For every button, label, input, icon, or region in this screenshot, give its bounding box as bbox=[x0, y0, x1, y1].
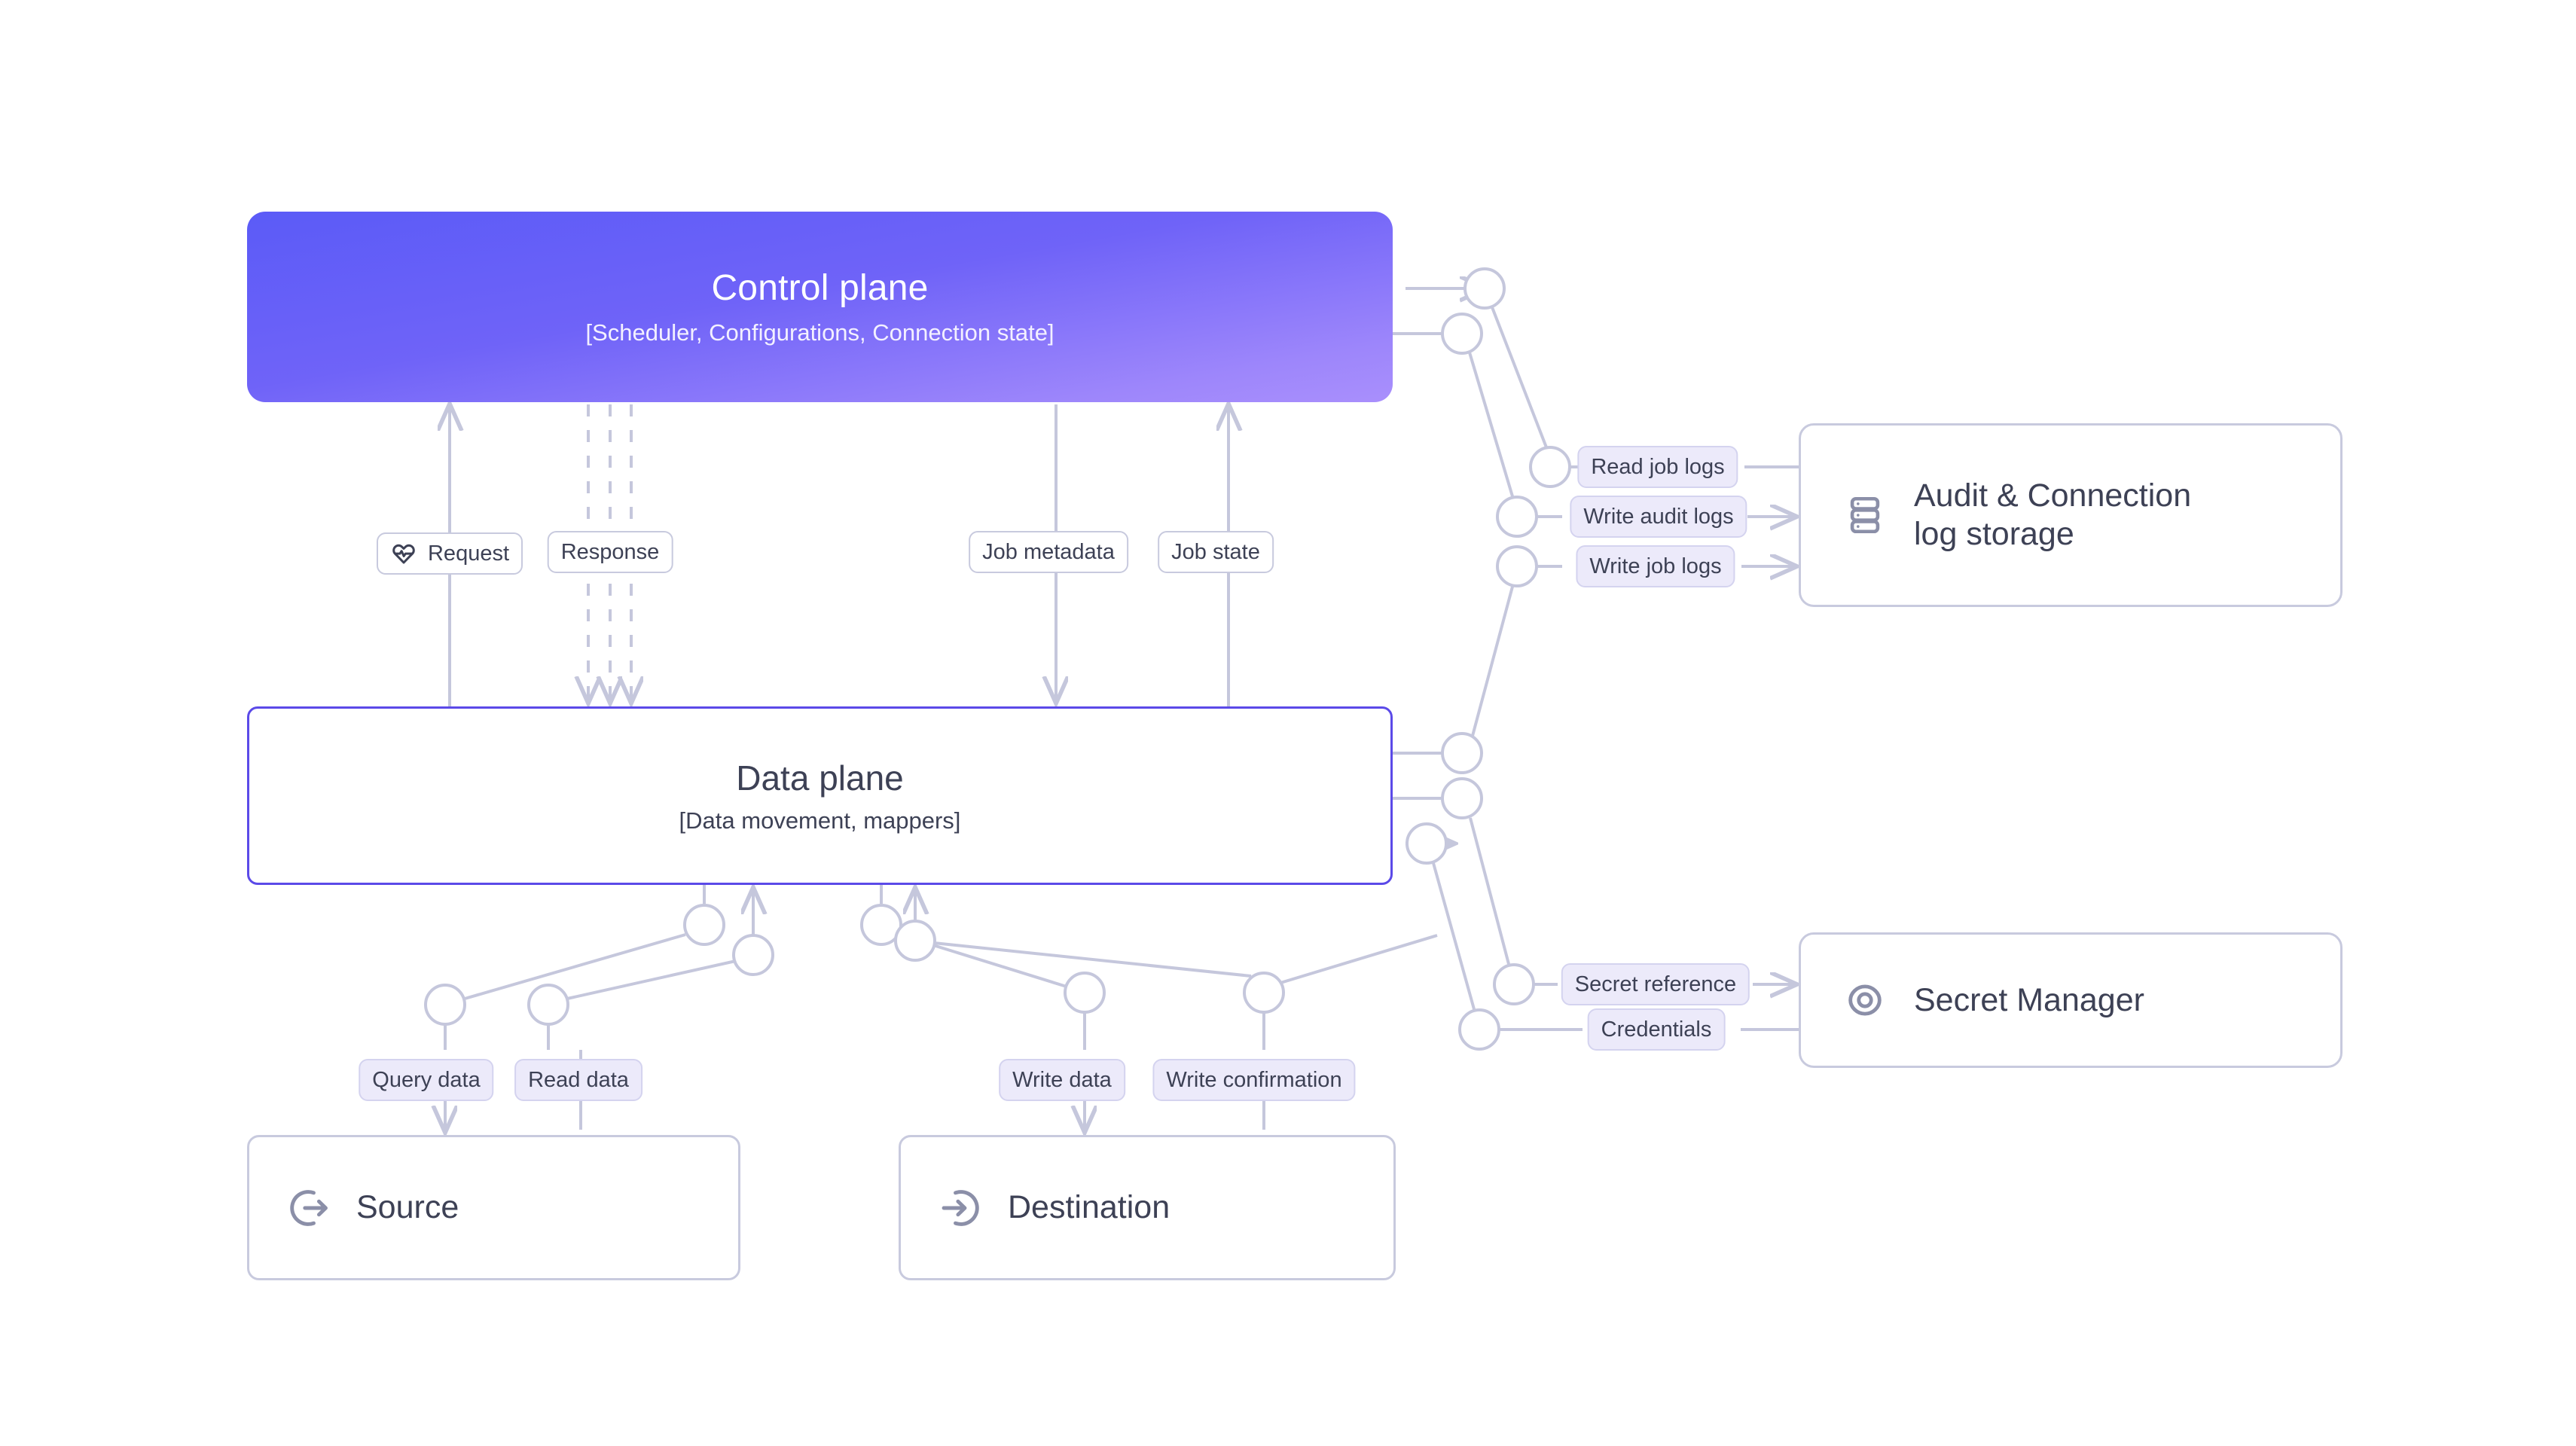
source-label: Source bbox=[356, 1189, 459, 1226]
eye-target-icon bbox=[1843, 978, 1887, 1022]
data-plane-title: Data plane bbox=[736, 758, 904, 798]
edge-write-job-logs-diagonal bbox=[1471, 586, 1514, 737]
edge-label-write-job-logs[interactable]: Write job logs bbox=[1576, 545, 1735, 587]
edge-label-secret-reference-text: Secret reference bbox=[1574, 972, 1737, 996]
edge-label-read-job-logs[interactable]: Read job logs bbox=[1577, 446, 1738, 488]
edge-dot bbox=[1441, 313, 1483, 355]
edge-dot bbox=[1406, 822, 1448, 865]
edge-dot bbox=[894, 920, 936, 962]
edge-dot bbox=[732, 934, 774, 976]
edge-label-job-state[interactable]: Job state bbox=[1158, 531, 1274, 573]
audit-log-storage-label: Audit & Connection log storage bbox=[1914, 477, 2191, 553]
control-plane-title: Control plane bbox=[711, 268, 929, 308]
edge-dot bbox=[1463, 267, 1506, 310]
edge-dot bbox=[424, 984, 466, 1026]
edge-label-request[interactable]: Request bbox=[376, 532, 523, 575]
edge-write-confirmation-diagonal2 bbox=[933, 941, 1252, 978]
server-stack-icon bbox=[1843, 493, 1887, 537]
edge-dot bbox=[527, 984, 569, 1026]
node-destination[interactable]: Destination bbox=[899, 1135, 1396, 1280]
edge-label-secret-reference[interactable]: Secret reference bbox=[1561, 963, 1750, 1005]
edge-write-data-diagonal bbox=[899, 933, 1067, 988]
edge-label-read-job-logs-text: Read job logs bbox=[1591, 454, 1725, 479]
edge-read-data-diagonal bbox=[566, 956, 753, 1000]
edge-dot bbox=[1064, 972, 1106, 1014]
edge-label-job-metadata[interactable]: Job metadata bbox=[969, 531, 1128, 573]
edge-write-confirmation-diagonal bbox=[1280, 934, 1438, 984]
node-secret-manager[interactable]: Secret Manager bbox=[1799, 932, 2343, 1068]
edge-label-read-data-text: Read data bbox=[528, 1067, 629, 1092]
edge-dot bbox=[1529, 446, 1571, 488]
edge-credentials-diagonal bbox=[1432, 862, 1476, 1010]
log-out-circle-icon bbox=[285, 1185, 332, 1231]
edge-label-credentials-text: Credentials bbox=[1601, 1017, 1712, 1042]
edge-dot bbox=[1496, 496, 1538, 538]
edge-label-job-metadata-text: Job metadata bbox=[982, 539, 1115, 564]
edge-dot bbox=[1458, 1008, 1500, 1051]
node-source[interactable]: Source bbox=[247, 1135, 740, 1280]
edge-label-credentials[interactable]: Credentials bbox=[1587, 1008, 1726, 1051]
data-plane-subtitle: [Data movement, mappers] bbox=[679, 807, 961, 834]
edge-label-write-audit-logs[interactable]: Write audit logs bbox=[1570, 496, 1747, 538]
edge-write-audit-logs-diagonal bbox=[1468, 352, 1514, 497]
edge-query-data-diagonal bbox=[464, 933, 686, 1000]
edge-read-job-logs-diagonal bbox=[1491, 307, 1548, 448]
edge-dot bbox=[1441, 732, 1483, 774]
node-control-plane[interactable]: Control plane [Scheduler, Configurations… bbox=[247, 212, 1393, 402]
heart-pulse-icon bbox=[390, 540, 417, 567]
edge-dot bbox=[1441, 777, 1483, 819]
edge-label-response-text: Response bbox=[560, 539, 660, 564]
audit-label-line2: log storage bbox=[1914, 516, 2074, 552]
edge-label-query-data[interactable]: Query data bbox=[359, 1059, 494, 1101]
edge-label-request-text: Request bbox=[427, 541, 510, 566]
edge-label-read-data[interactable]: Read data bbox=[514, 1059, 642, 1101]
edge-dot bbox=[1496, 545, 1538, 587]
edge-label-query-data-text: Query data bbox=[372, 1067, 481, 1092]
control-plane-subtitle: [Scheduler, Configurations, Connection s… bbox=[585, 319, 1055, 346]
edge-label-write-confirmation-text: Write confirmation bbox=[1166, 1067, 1342, 1092]
destination-label: Destination bbox=[1008, 1189, 1170, 1226]
edge-label-response[interactable]: Response bbox=[547, 531, 673, 573]
log-in-circle-icon bbox=[937, 1185, 984, 1231]
edge-dot bbox=[1493, 963, 1535, 1005]
edge-dot bbox=[860, 904, 902, 946]
edge-label-write-job-logs-text: Write job logs bbox=[1589, 554, 1722, 578]
edge-label-job-state-text: Job state bbox=[1171, 539, 1260, 564]
edge-label-write-audit-logs-text: Write audit logs bbox=[1583, 504, 1734, 529]
node-audit-log-storage[interactable]: Audit & Connection log storage bbox=[1799, 423, 2343, 607]
node-data-plane[interactable]: Data plane [Data movement, mappers] bbox=[247, 706, 1393, 885]
audit-label-line1: Audit & Connection bbox=[1914, 477, 2192, 514]
edge-dot bbox=[683, 904, 725, 946]
edge-label-write-data-text: Write data bbox=[1012, 1067, 1112, 1092]
edge-secret-reference-diagonal bbox=[1469, 817, 1510, 965]
edge-dot bbox=[1243, 972, 1285, 1014]
edge-label-write-data[interactable]: Write data bbox=[999, 1059, 1125, 1101]
secret-manager-label: Secret Manager bbox=[1914, 981, 2144, 1018]
edge-label-write-confirmation[interactable]: Write confirmation bbox=[1152, 1059, 1356, 1101]
